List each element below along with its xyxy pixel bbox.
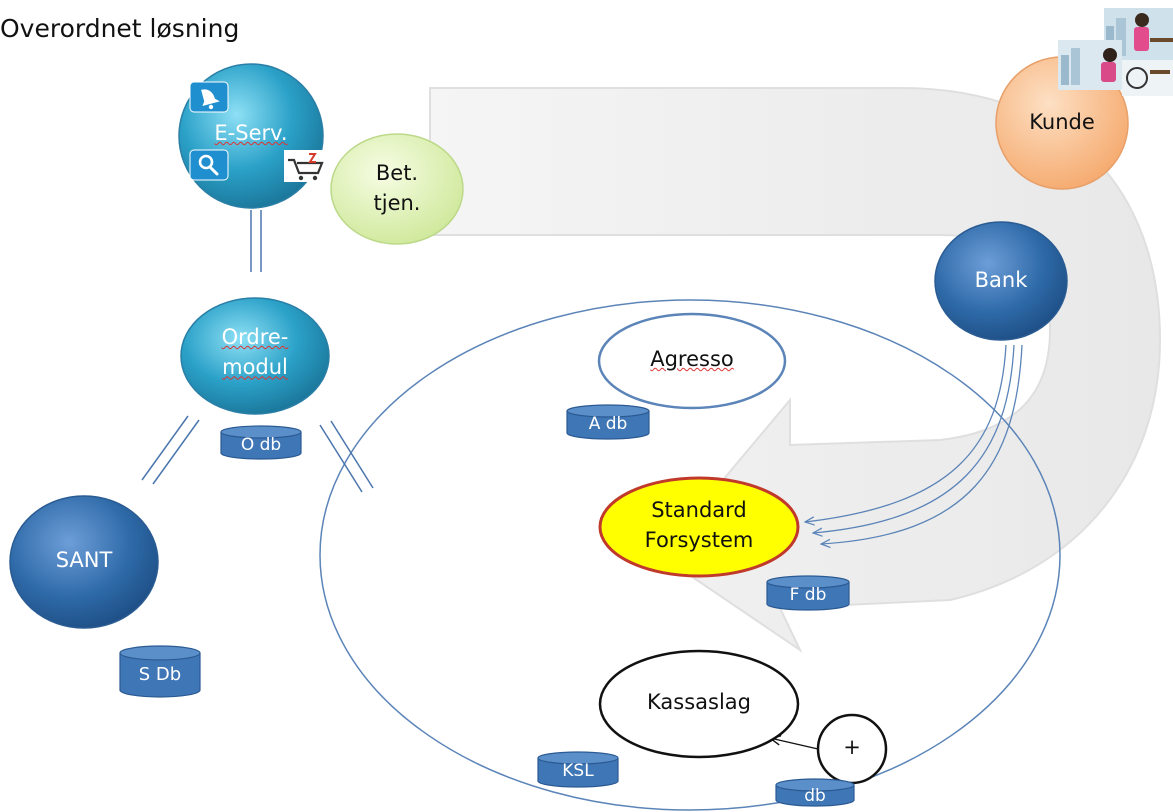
ordre-label: Ordre- modul [221,325,289,380]
eserv-ordre-connection [250,210,262,272]
sdb-label: S Db [138,664,182,685]
kassaslag-label: Kassaslag [647,690,751,714]
kassaslag-node[interactable] [598,649,800,759]
adb-label: A db [588,414,628,434]
agresso-node[interactable] [597,312,787,410]
standard-forsystem-node[interactable] [598,476,800,578]
sant-label: SANT [55,548,113,572]
bell-icon[interactable] [189,81,229,113]
diagram-title: Overordnet løsning [0,14,240,43]
shopping-cart-icon[interactable] [284,150,330,182]
db-label: db [804,786,826,806]
plus-label: + [843,735,861,759]
fdb-label: F db [789,585,827,605]
adb-cylinder-shape [566,404,650,440]
odb-label: O db [240,435,282,455]
ordre-node[interactable] [180,297,330,415]
standard-forsystem-label: Standard Forsystem [644,498,754,553]
customer-photo-icon [1058,8,1173,96]
odb-cylinder-shape [220,425,302,460]
fdb-cylinder-shape [766,575,850,611]
ordre-sant-connection [141,415,200,485]
agresso-label: Agresso [650,347,734,371]
sdb-cylinder-shape [119,645,201,698]
sant-node[interactable] [9,495,159,629]
bank-to-standard-arrows [805,344,1023,544]
ordre-internal-connection [319,420,374,493]
search-icon[interactable] [189,149,229,181]
bank-node[interactable] [934,221,1068,341]
kunde-label: Kunde [1029,110,1095,134]
db-cylinder-shape [775,778,855,807]
bet-tjen-label: Bet. tjen. [373,161,421,216]
bet-tjen-node[interactable] [330,133,464,245]
internal-systems-boundary [319,299,1061,811]
bank-label: Bank [974,268,1028,292]
eserv-label: E-Serv. [214,121,288,145]
plus-to-kassaslag-arrow [770,738,819,750]
ksl-label: KSL [562,761,594,781]
ksl-cylinder-shape [537,751,619,788]
